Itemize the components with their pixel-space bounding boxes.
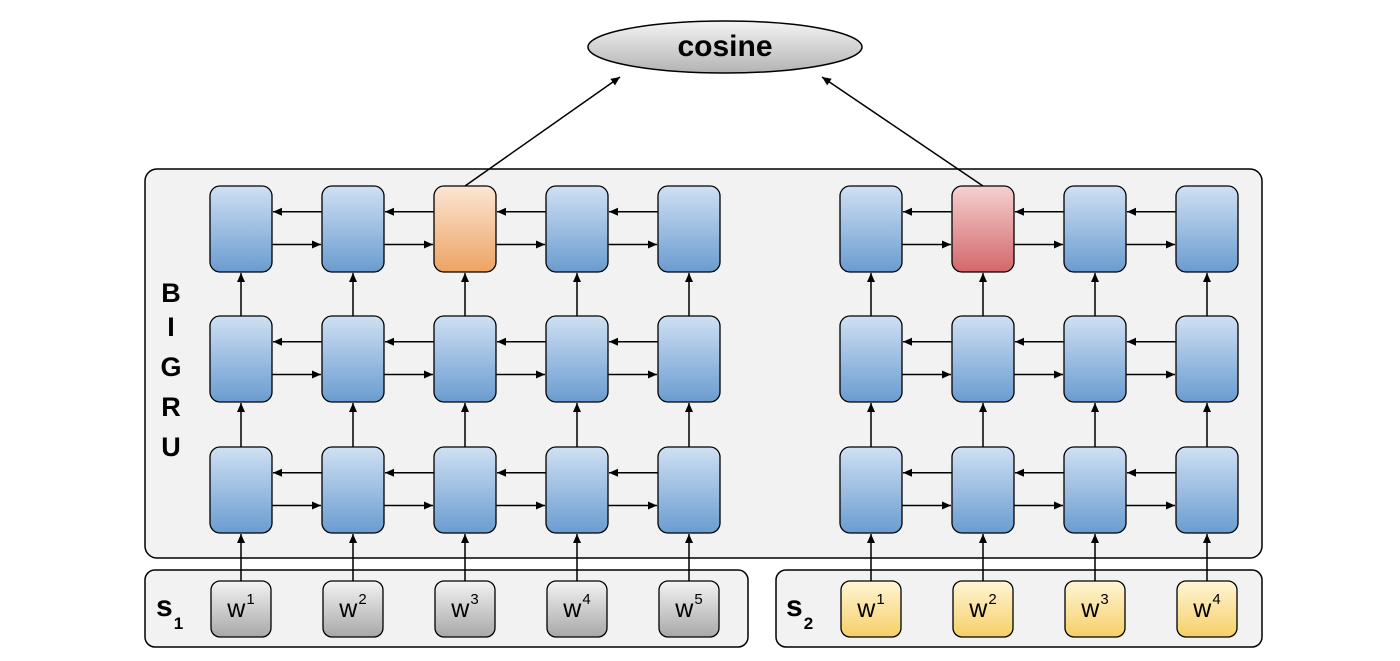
gru-cell: [1175, 315, 1239, 403]
cosine-node: [587, 20, 863, 74]
gru-cell: [657, 315, 721, 403]
word-box: [952, 580, 1014, 638]
gru-cell: [1063, 446, 1127, 534]
gru-cell: [951, 315, 1015, 403]
gru-cell: [545, 315, 609, 403]
gru-cell: [1063, 185, 1127, 273]
s1-label: s1: [156, 590, 184, 633]
gru-cell: [839, 446, 903, 534]
bigru-letter-i: I: [167, 312, 175, 342]
gru-cell: [433, 446, 497, 534]
gru-cell: [657, 185, 721, 273]
gru-cell: [321, 446, 385, 534]
gru-cell: [1063, 315, 1127, 403]
gru-cell: [545, 185, 609, 273]
gru-cell: [951, 446, 1015, 534]
gru-cell: [321, 315, 385, 403]
gru-cell: [1175, 185, 1239, 273]
gru-cell: [209, 446, 273, 534]
gru-cell: [209, 185, 273, 273]
bigru-letter-g: G: [160, 352, 182, 382]
gru-cell: [321, 185, 385, 273]
word-box: [322, 580, 384, 638]
bigru-letter-b: B: [161, 278, 181, 308]
gru-cell: [433, 315, 497, 403]
gru-cell: [839, 185, 903, 273]
word-boxes: [210, 580, 1238, 638]
to-cosine-arrow: [821, 76, 984, 187]
word-box: [546, 580, 608, 638]
word-box: [210, 580, 272, 638]
bigru-letter-u: U: [161, 432, 181, 462]
gru-cells: [209, 185, 1239, 534]
gru-cell: [657, 446, 721, 534]
gru-cell: [545, 446, 609, 534]
word-box: [840, 580, 902, 638]
gru-cell: [209, 315, 273, 403]
word-box: [1176, 580, 1238, 638]
word-box: [1064, 580, 1126, 638]
gru-cell: [839, 315, 903, 403]
gru-cell-highlight-s1: [433, 185, 497, 273]
to-cosine-arrow: [464, 76, 621, 187]
connections: [237, 76, 1211, 581]
s2-label: s2: [786, 590, 814, 633]
word-box: [434, 580, 496, 638]
bigru-letter-r: R: [161, 392, 181, 422]
word-box: [658, 580, 720, 638]
gru-cell: [1175, 446, 1239, 534]
gru-cell-highlight-s2: [951, 185, 1015, 273]
